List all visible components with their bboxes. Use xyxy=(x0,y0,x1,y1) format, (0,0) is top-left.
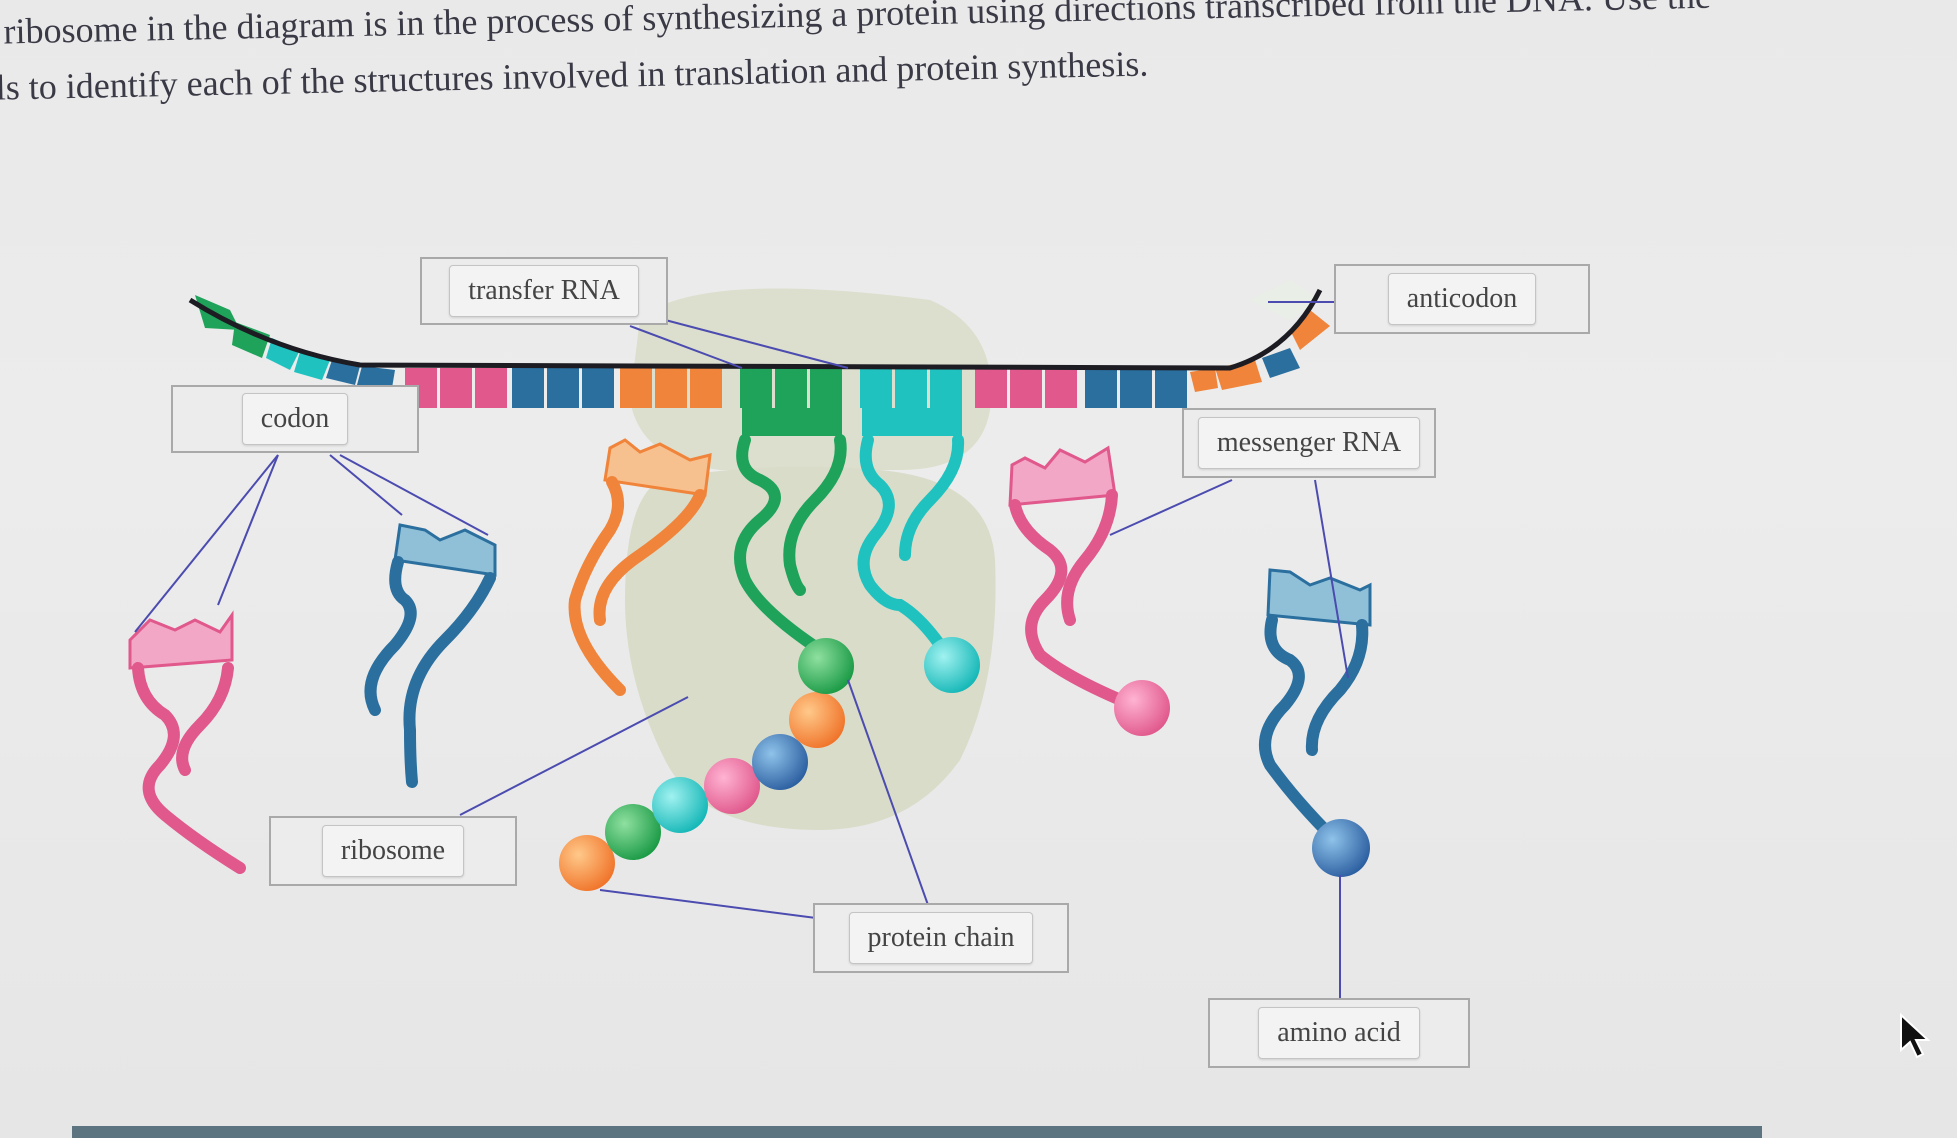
label-box-anticodon: anticodon xyxy=(1334,264,1590,334)
trna-teal xyxy=(857,408,965,666)
trna-orange xyxy=(568,438,712,696)
label-box-amino-acid: amino acid xyxy=(1208,998,1470,1068)
label-messenger-rna[interactable]: messenger RNA xyxy=(1197,417,1421,469)
label-codon[interactable]: codon xyxy=(241,393,349,445)
trna-green xyxy=(734,408,847,656)
label-box-protein-chain: protein chain xyxy=(813,903,1069,973)
label-ribosome[interactable]: ribosome xyxy=(321,825,465,877)
trna-pink-left xyxy=(128,610,246,874)
leader-lines xyxy=(134,301,1349,998)
label-box-messenger-rna: messenger RNA xyxy=(1182,408,1436,478)
label-box-ribosome: ribosome xyxy=(269,816,517,886)
label-transfer-rna[interactable]: transfer RNA xyxy=(449,265,639,317)
label-box-codon: codon xyxy=(171,385,419,453)
label-protein-chain[interactable]: protein chain xyxy=(848,912,1034,964)
label-box-transfer-rna: transfer RNA xyxy=(420,257,668,325)
mouse-pointer-icon xyxy=(1900,1012,1931,1059)
label-amino-acid[interactable]: amino acid xyxy=(1258,1007,1420,1059)
label-anticodon[interactable]: anticodon xyxy=(1387,273,1537,325)
footer-bar xyxy=(72,1126,1762,1138)
trna-pink-right xyxy=(1008,445,1146,714)
trna-blue-left xyxy=(364,523,497,788)
mrna-strand xyxy=(188,280,1330,408)
amino-acid-balls xyxy=(924,637,1370,877)
trna-blue-right xyxy=(1259,568,1372,846)
protein-chain-balls xyxy=(559,638,854,891)
